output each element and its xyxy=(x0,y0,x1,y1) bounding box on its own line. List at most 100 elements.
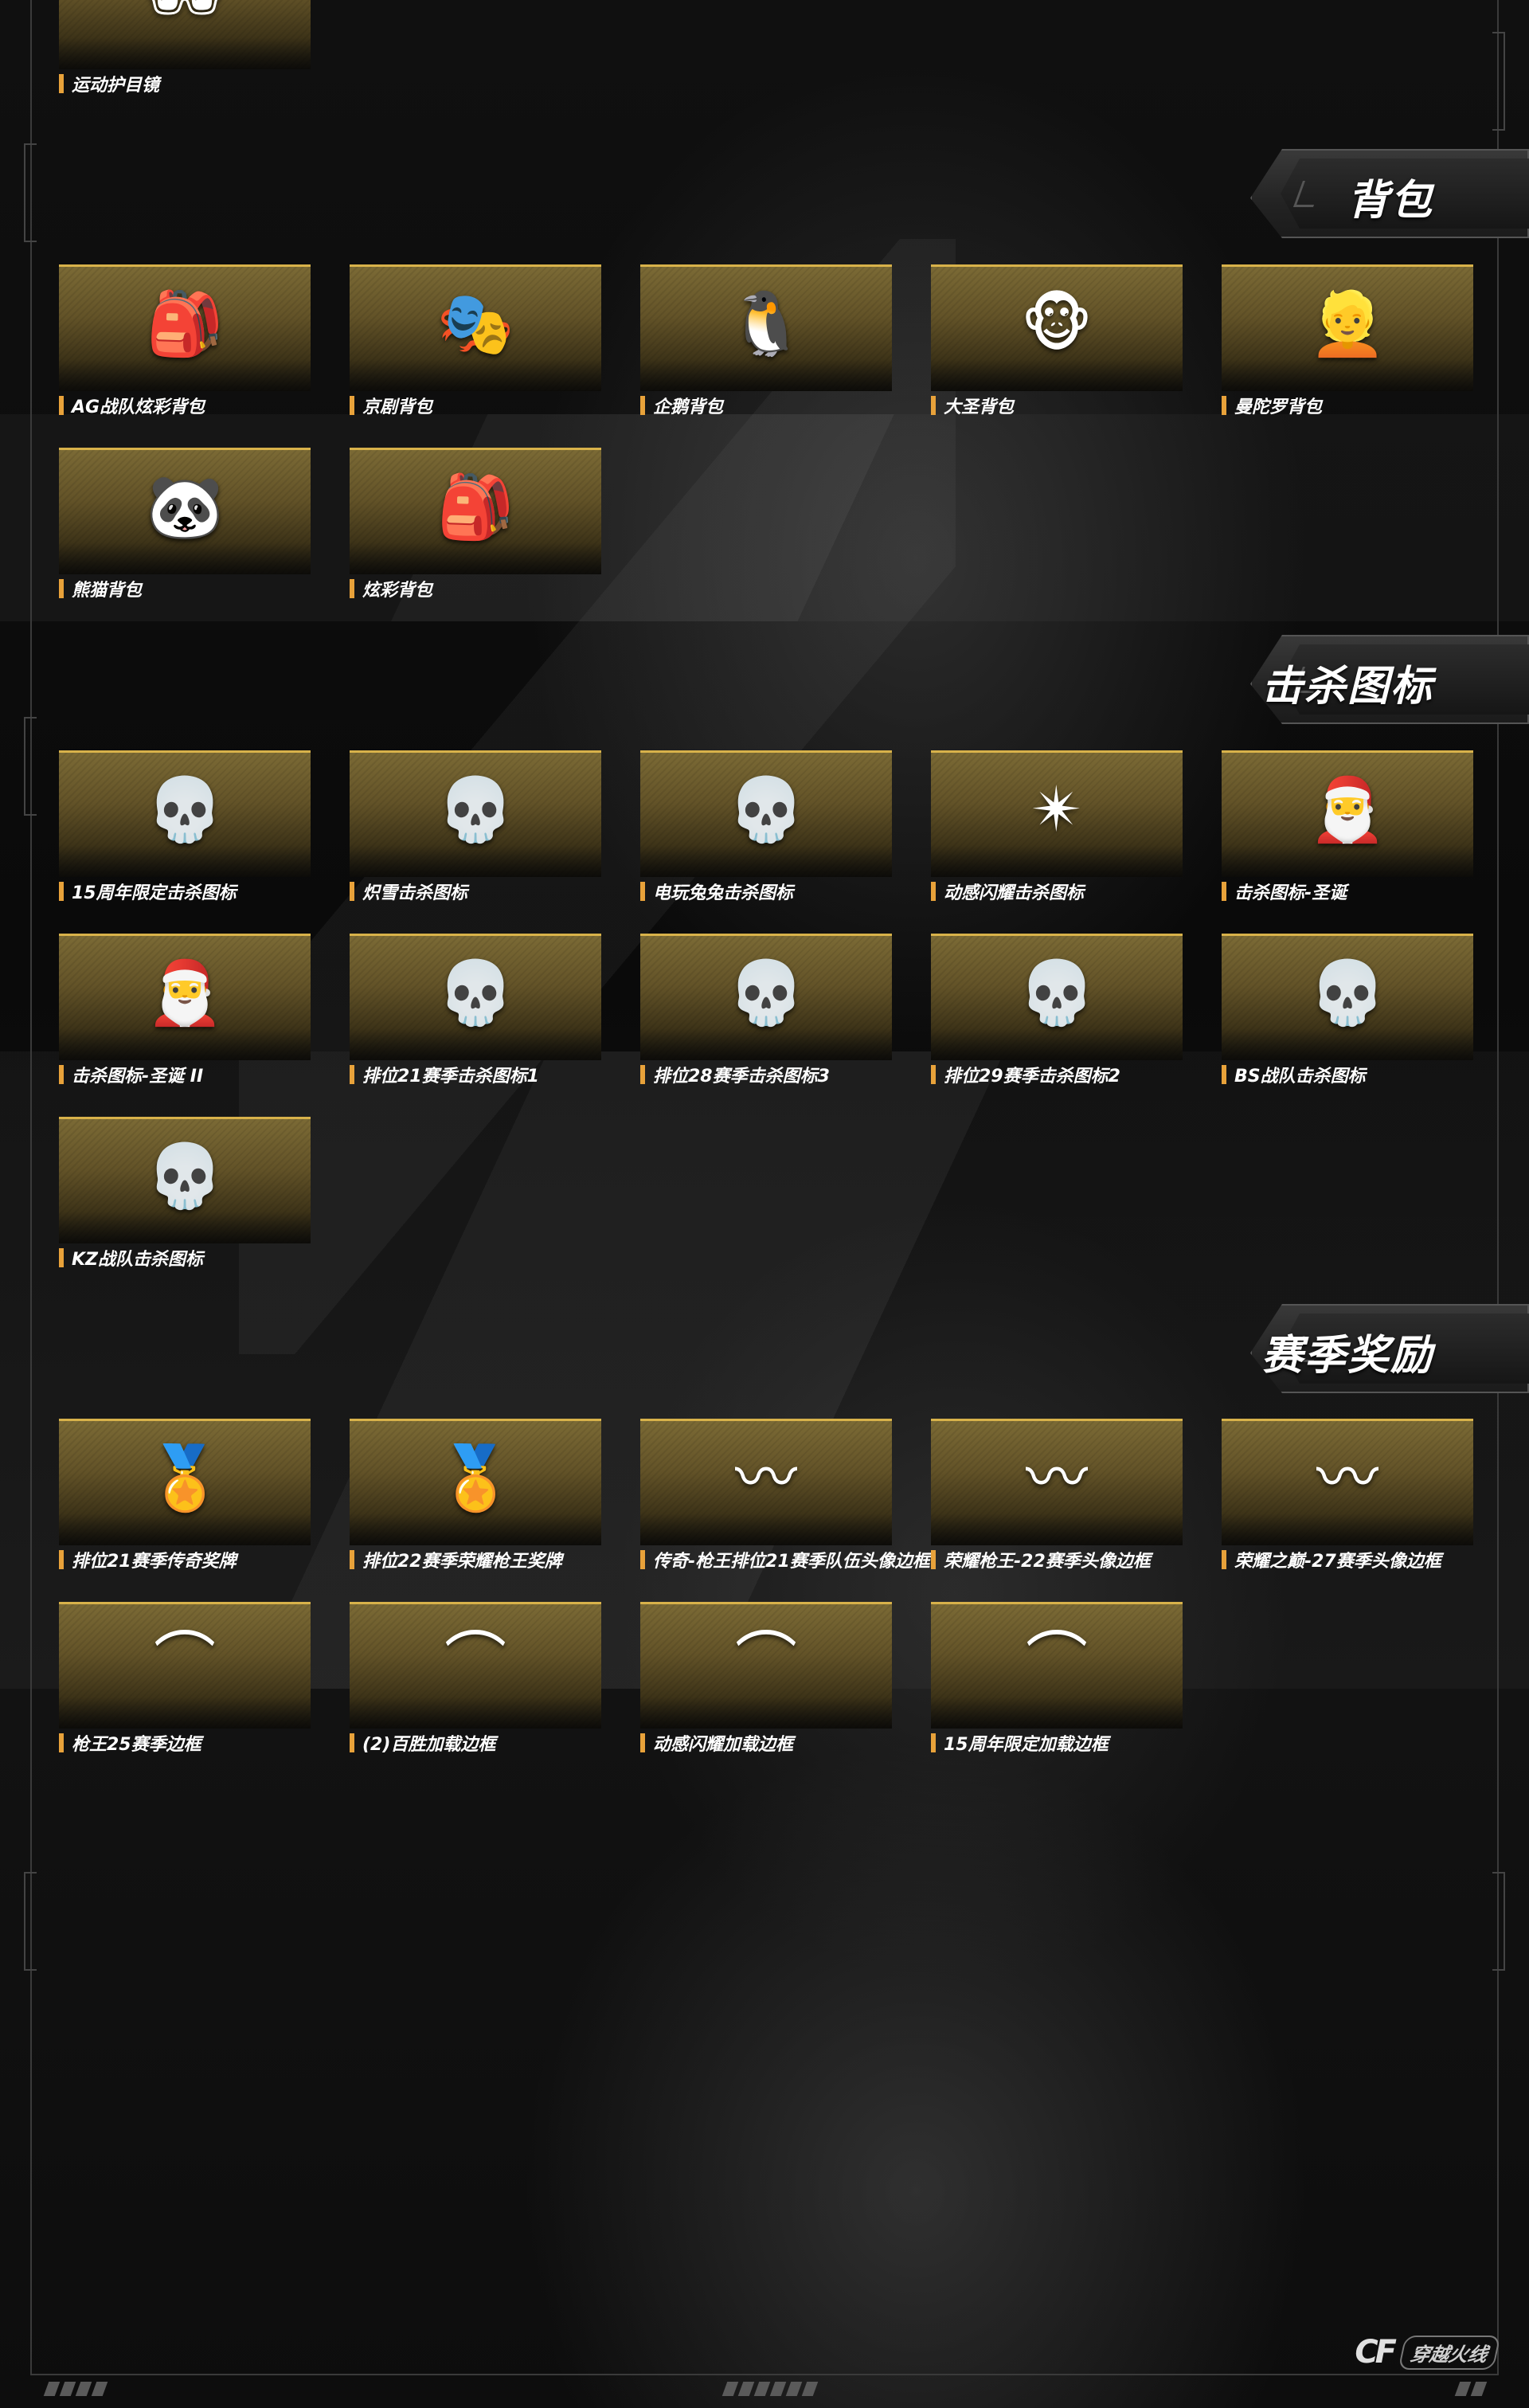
mandala-backpack-icon: 👱 xyxy=(1308,288,1386,360)
item-name: 动感闪耀加载边框 xyxy=(653,1735,794,1755)
label-accent-bar xyxy=(59,1550,64,1569)
item-thumbnail: ✴ xyxy=(931,750,1183,877)
goggles-grid: 🕶 运动护目镜 xyxy=(59,0,1473,96)
item-card[interactable]: 🎭京剧背包 xyxy=(350,264,601,417)
logo-mark: CF xyxy=(1355,2334,1397,2371)
skull-ranked-29-icon: 💀 xyxy=(1018,957,1096,1029)
item-label: 排位28赛季击杀图标3 xyxy=(640,1064,892,1087)
item-thumbnail: 💀 xyxy=(931,934,1183,1060)
item-thumbnail: 🎒 xyxy=(350,448,601,574)
label-accent-bar xyxy=(931,1733,936,1752)
item-name: 15周年限定击杀图标 xyxy=(72,883,237,903)
item-name: 排位22赛季荣耀枪王奖牌 xyxy=(362,1552,562,1572)
item-name: 击杀图标-圣诞 xyxy=(1234,883,1347,903)
item-thumbnail: 🎒 xyxy=(59,264,311,391)
star-compass-icon: ✴ xyxy=(1030,773,1083,846)
item-thumbnail: 🏅 xyxy=(59,1419,311,1545)
monkey-king-backpack-icon: 🐵 xyxy=(1020,288,1093,360)
item-card[interactable]: ✴ 动感闪耀击杀图标 xyxy=(931,750,1183,903)
item-card[interactable]: 🕶 运动护目镜 xyxy=(59,0,311,96)
item-card[interactable]: 🐧企鹅背包 xyxy=(640,264,892,417)
item-thumbnail: 🎅 xyxy=(1222,750,1473,877)
label-accent-bar xyxy=(1222,882,1226,901)
item-label: 15周年限定击杀图标 xyxy=(59,881,311,903)
item-card[interactable]: 🐵大圣背包 xyxy=(931,264,1183,417)
item-card[interactable]: 🏅 排位22赛季荣耀枪王奖牌 xyxy=(350,1419,601,1572)
label-accent-bar xyxy=(931,882,936,901)
item-thumbnail: 〰 xyxy=(931,1419,1183,1545)
item-label: 熊猫背包 xyxy=(59,578,311,601)
section-title: 击杀图标 xyxy=(1261,663,1433,711)
item-card[interactable]: ⌒ 枪王25赛季边框 xyxy=(59,1602,311,1755)
neon-loading-frame-icon: ⌒ xyxy=(734,1625,797,1697)
item-card[interactable]: ⌒ 动感闪耀加载边框 xyxy=(640,1602,892,1755)
item-card[interactable]: 🎅击杀图标-圣诞 II xyxy=(59,934,311,1087)
backpacks-grid: 🎒 AG战队炫彩背包 🎭京剧背包 🐧企鹅背包 🐵大圣背包 👱 曼陀罗背包 🐼 熊猫背包 🎒炫彩背包 xyxy=(59,264,1473,601)
item-thumbnail: 🕶 xyxy=(59,0,311,69)
item-card[interactable]: 💀电玩兔兔击杀图标 xyxy=(640,750,892,903)
label-accent-bar xyxy=(59,1733,64,1752)
item-card[interactable]: 🎒炫彩背包 xyxy=(350,448,601,601)
header-inner xyxy=(1281,644,1529,715)
item-thumbnail: 💀 xyxy=(640,934,892,1060)
item-name: 排位21赛季传奇奖牌 xyxy=(72,1552,237,1572)
frame-notch xyxy=(24,143,37,242)
item-label: 排位21赛季击杀图标1 xyxy=(350,1064,601,1087)
label-accent-bar xyxy=(350,396,354,415)
item-card[interactable]: 💀排位21赛季击杀图标1 xyxy=(350,934,601,1087)
item-card[interactable]: 〰荣耀枪王-22赛季头像边框 xyxy=(931,1419,1183,1572)
label-accent-bar xyxy=(1222,1550,1226,1569)
item-name: 熊猫背包 xyxy=(72,581,143,601)
item-card[interactable]: 💀 排位28赛季击杀图标3 xyxy=(640,934,892,1087)
item-label: AG战队炫彩背包 xyxy=(59,395,311,417)
item-card[interactable]: 💀BS战队击杀图标 xyxy=(1222,934,1473,1087)
label-accent-bar xyxy=(59,1248,64,1267)
item-card[interactable]: 🐼 熊猫背包 xyxy=(59,448,311,601)
item-name: 击杀图标-圣诞 II xyxy=(72,1067,204,1087)
label-accent-bar xyxy=(59,74,64,93)
label-accent-bar xyxy=(350,1065,354,1084)
item-card[interactable]: 💀炽雪击杀图标 xyxy=(350,750,601,903)
item-card[interactable]: 🎅 击杀图标-圣诞 xyxy=(1222,750,1473,903)
sunglasses-icon: 🕶 xyxy=(145,0,225,38)
item-label: 排位21赛季传奇奖牌 xyxy=(59,1549,311,1572)
gold-wing-frame-icon: 〰 xyxy=(1316,1442,1378,1514)
item-label: 排位29赛季击杀图标2 xyxy=(931,1064,1183,1087)
item-card[interactable]: 💀KZ战队击杀图标 xyxy=(59,1117,311,1270)
blue-gold-medal-icon: 🏅 xyxy=(436,1442,514,1514)
skull-kz-team-icon: 💀 xyxy=(146,1140,224,1212)
item-card[interactable]: 🏅 排位21赛季传奇奖牌 xyxy=(59,1419,311,1572)
item-card[interactable]: 🎒 AG战队炫彩背包 xyxy=(59,264,311,417)
label-accent-bar xyxy=(350,1550,354,1569)
skull-rabbit-icon: 💀 xyxy=(727,773,805,846)
item-thumbnail: 💀 xyxy=(59,1117,311,1243)
section-header-kill-icons: 击杀图标 xyxy=(1250,635,1529,724)
item-label: 动感闪耀击杀图标 xyxy=(931,881,1183,903)
purple-loading-frame-icon: ⌒ xyxy=(153,1625,216,1697)
item-label: 企鹅背包 xyxy=(640,395,892,417)
season-rewards-grid: 🏅排位21赛季传奇奖牌🏅排位22赛季荣耀枪王奖牌〰传奇-枪王排位21赛季队伍头像… xyxy=(59,1419,1473,1755)
item-card[interactable]: 👱 曼陀罗背包 xyxy=(1222,264,1473,417)
item-thumbnail: 🐼 xyxy=(59,448,311,574)
peking-opera-backpack-icon: 🎭 xyxy=(436,288,514,360)
label-accent-bar xyxy=(350,882,354,901)
logo-name: 穿越火线 xyxy=(1398,2335,1501,2370)
item-card[interactable]: ⌒(2)百胜加载边框 xyxy=(350,1602,601,1755)
item-card[interactable]: ⌒15周年限定加载边框 xyxy=(931,1602,1183,1755)
item-card[interactable]: 〰荣耀之巅-27赛季头像边框 xyxy=(1222,1419,1473,1572)
item-name: 企鹅背包 xyxy=(653,397,724,417)
item-thumbnail: 💀 xyxy=(59,750,311,877)
label-accent-bar xyxy=(931,396,936,415)
item-label: 传奇-枪王排位21赛季队伍头像边框 xyxy=(640,1549,930,1572)
item-card[interactable]: 💀 排位29赛季击杀图标2 xyxy=(931,934,1183,1087)
item-thumbnail: 🎭 xyxy=(350,264,601,391)
skull-fire-icon: 💀 xyxy=(436,773,514,846)
item-name: 荣耀枪王-22赛季头像边框 xyxy=(944,1552,1151,1572)
item-label: 曼陀罗背包 xyxy=(1222,395,1473,417)
item-thumbnail: ⌒ xyxy=(931,1602,1183,1729)
item-name: 枪王25赛季边框 xyxy=(72,1735,201,1755)
item-card[interactable]: 💀 15周年限定击杀图标 xyxy=(59,750,311,903)
skull-anniversary-icon: 💀 xyxy=(146,773,224,846)
item-card[interactable]: 〰传奇-枪王排位21赛季队伍头像边框 xyxy=(640,1419,930,1572)
item-thumbnail: ⌒ xyxy=(640,1602,892,1729)
